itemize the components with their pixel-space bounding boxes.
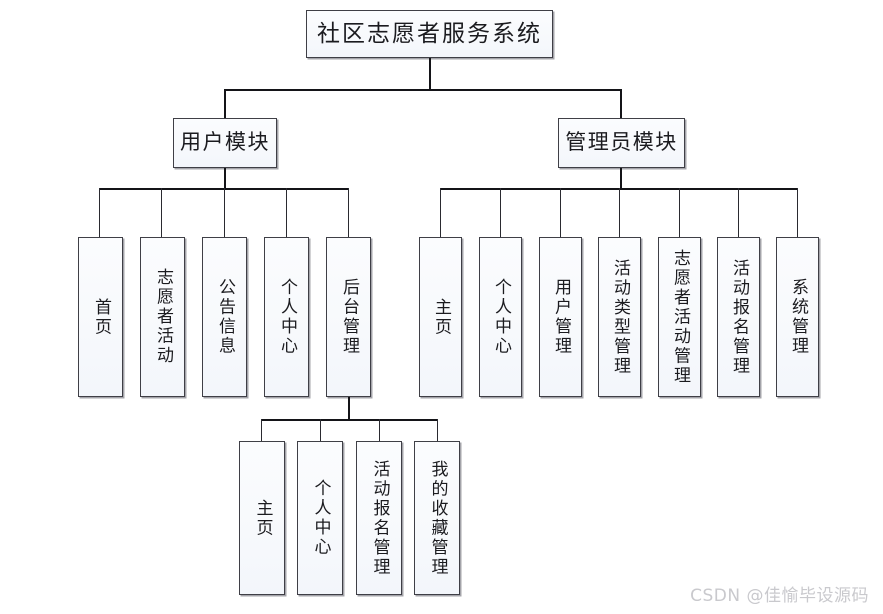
node-admin-child-volunteer-activity-management: 志愿者活动管理: [658, 237, 701, 397]
connector-drop-user-child-1: [161, 188, 162, 237]
connector-level1-bus: [224, 89, 622, 91]
connector-drop-admin-child-4: [679, 188, 680, 237]
node-admin-child-personal-center: 个人中心: [479, 237, 522, 397]
node-label: 志愿者活动管理: [669, 248, 690, 386]
connector-drop-admin-child-3: [619, 188, 620, 237]
node-label: 首页: [90, 297, 111, 337]
connector-drop-admin-child-2: [560, 188, 561, 237]
node-user-child-personal-center: 个人中心: [264, 237, 309, 397]
node-label: 志愿者活动: [152, 268, 173, 366]
node-label: 主页: [252, 498, 273, 538]
connector-drop-user-child-0: [99, 188, 100, 237]
csdn-watermark: CSDN @佳愉毕设源码: [690, 586, 869, 606]
node-label: 活动报名管理: [728, 258, 749, 376]
connector-drop-backend-child-0: [261, 419, 262, 441]
node-label: 个人中心: [310, 479, 331, 557]
connector-drop-admin-child-0: [440, 188, 441, 237]
connector-drop-backend-child-2: [379, 419, 380, 441]
connector-drop-admin-child-6: [797, 188, 798, 237]
connector-user-module-stem: [224, 168, 226, 189]
node-label: 用户管理: [550, 278, 571, 356]
node-backend-child-personal-center: 个人中心: [297, 441, 343, 595]
node-admin-child-home: 主页: [419, 237, 462, 397]
connector-drop-admin-child-5: [738, 188, 739, 237]
connector-drop-admin-child-1: [500, 188, 501, 237]
node-backend-child-home: 主页: [239, 441, 285, 595]
node-user-child-home: 首页: [78, 237, 123, 397]
connector-admin-module-stem: [620, 168, 622, 189]
node-label: 后台管理: [338, 278, 359, 356]
connector-drop-user-module: [224, 89, 226, 118]
node-user-child-backend-management: 后台管理: [326, 237, 371, 397]
node-admin-child-user-management: 用户管理: [539, 237, 582, 397]
node-user-child-announcement: 公告信息: [202, 237, 247, 397]
node-admin-child-signup-management: 活动报名管理: [717, 237, 760, 397]
connector-drop-user-child-3: [286, 188, 287, 237]
node-label: 主页: [430, 297, 451, 337]
node-label: 系统管理: [787, 278, 808, 356]
node-backend-child-favorites-management: 我的收藏管理: [414, 441, 460, 595]
node-admin-child-activity-type-management: 活动类型管理: [598, 237, 641, 397]
connector-drop-user-child-2: [224, 188, 225, 237]
node-admin-module: 管理员模块: [558, 118, 685, 168]
connector-drop-user-child-4: [348, 188, 349, 237]
node-label: 用户模块: [180, 130, 270, 155]
node-user-module: 用户模块: [173, 118, 277, 168]
node-label: 社区志愿者服务系统: [317, 20, 542, 47]
connector-backend-stem: [348, 397, 350, 420]
node-root-system: 社区志愿者服务系统: [306, 10, 553, 58]
node-label: 活动类型管理: [609, 258, 630, 376]
node-label: 个人中心: [276, 278, 297, 356]
connector-drop-admin-module: [620, 89, 622, 118]
node-admin-child-system-management: 系统管理: [776, 237, 819, 397]
connector-root-stem: [429, 58, 431, 90]
node-label: 管理员模块: [565, 130, 678, 155]
node-label: 个人中心: [490, 278, 511, 356]
node-label: 公告信息: [214, 278, 235, 356]
node-user-child-volunteer-activity: 志愿者活动: [140, 237, 185, 397]
node-backend-child-signup-management: 活动报名管理: [356, 441, 402, 595]
connector-drop-backend-child-1: [320, 419, 321, 441]
node-label: 我的收藏管理: [427, 459, 448, 577]
connector-backend-children-bus: [261, 419, 438, 421]
connector-drop-backend-child-3: [437, 419, 438, 441]
node-label: 活动报名管理: [369, 459, 390, 577]
